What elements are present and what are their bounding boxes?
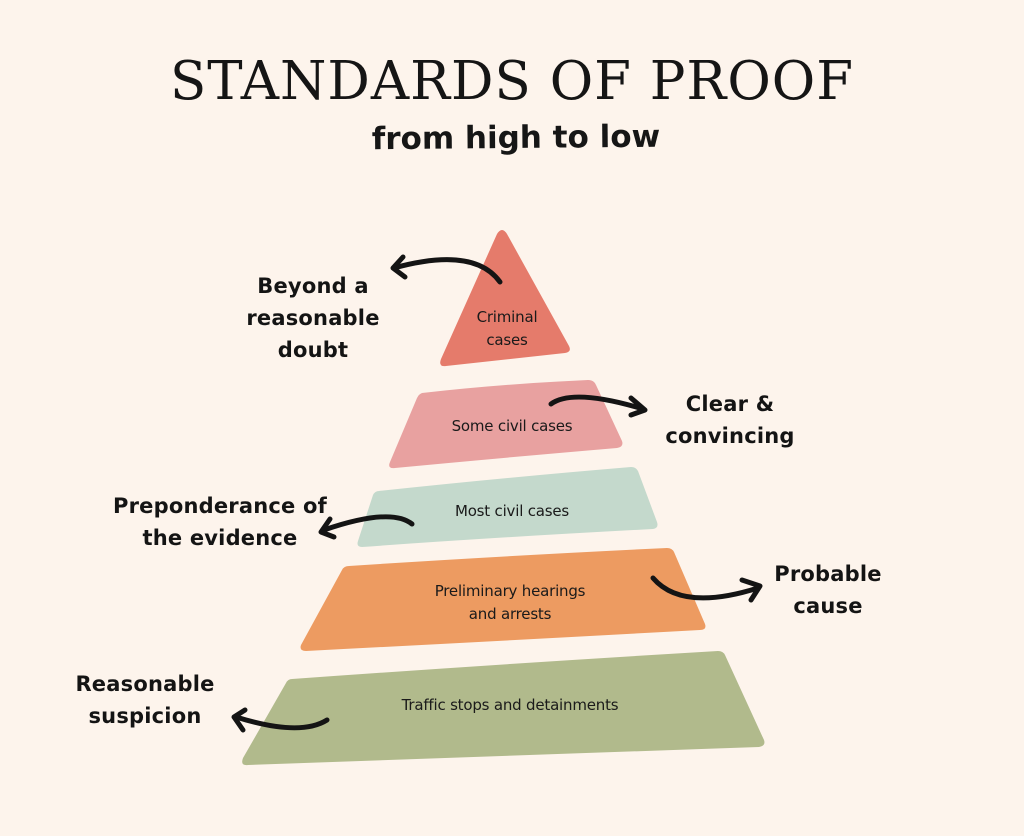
tier-preliminary-label: Preliminary hearings and arrests bbox=[405, 580, 615, 626]
tier-criminal-label-line2: cases bbox=[486, 331, 528, 349]
tier-criminal-shape bbox=[440, 230, 570, 367]
curved-arrow-icon bbox=[650, 575, 763, 603]
standard-probable-cause: Probable cause bbox=[774, 562, 882, 618]
tier-most-civil-shape bbox=[357, 467, 658, 547]
standard-clear-and-convincing: Clear & convincing bbox=[665, 392, 795, 448]
standard-preponderance-of-evidence: Preponderance of the evidence bbox=[113, 494, 327, 550]
tier-preliminary-shape bbox=[300, 548, 706, 651]
tier-some-civil-label: Some civil cases bbox=[451, 417, 573, 435]
standard-beyond-reasonable-doubt: Beyond a reasonable doubt bbox=[246, 274, 380, 362]
tier-criminal-label-line1: Criminal bbox=[476, 308, 538, 326]
tier-traffic-label: Traffic stops and detainments bbox=[401, 696, 619, 714]
standard-reasonable-suspicion: Reasonable suspicion bbox=[75, 672, 215, 728]
tier-some-civil-shape bbox=[389, 380, 623, 469]
curved-arrow-icon bbox=[231, 707, 330, 733]
tier-preliminary-label-line1: Preliminary hearings bbox=[434, 582, 586, 600]
tier-criminal-label: Criminal cases bbox=[462, 306, 552, 352]
tier-preliminary-label-line2: and arrests bbox=[468, 605, 552, 623]
tier-traffic-shape bbox=[242, 651, 765, 766]
tier-most-civil-label: Most civil cases bbox=[454, 502, 570, 520]
page-title: STANDARDS OF PROOF bbox=[169, 51, 855, 112]
curved-arrow-icon bbox=[318, 514, 415, 540]
curved-arrow-icon bbox=[548, 394, 648, 418]
curved-arrow-icon bbox=[390, 254, 503, 285]
